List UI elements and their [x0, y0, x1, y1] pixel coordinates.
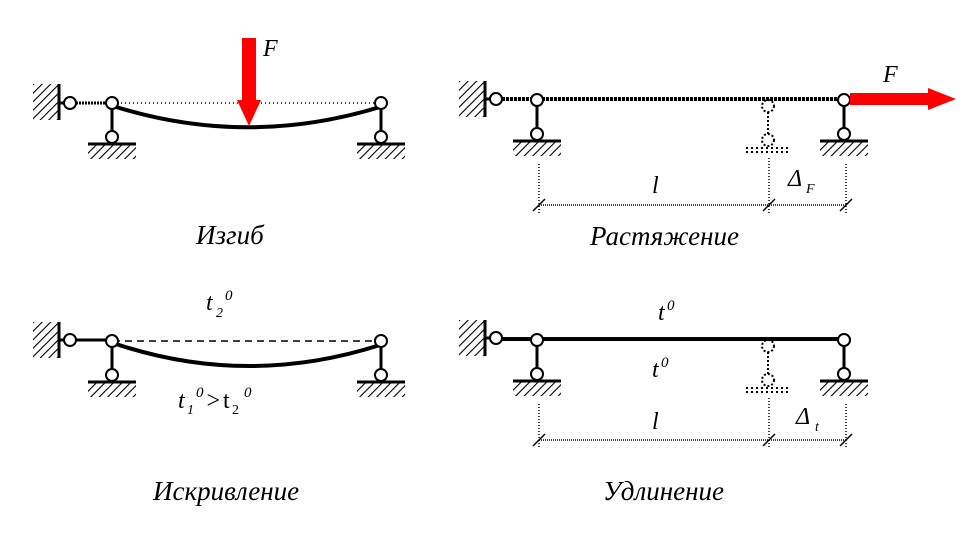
top-temperature-label: t 2 0: [206, 288, 233, 321]
svg-text:0: 0: [196, 385, 204, 401]
right-pinned-support: [355, 333, 407, 399]
dimension-lines: [532, 158, 853, 213]
svg-text:t: t: [178, 388, 186, 414]
right-pinned-support: [355, 95, 407, 161]
panel-elongation: t 0 t 0 l Δ t Удлинение: [457, 298, 870, 506]
dimension-lines: [532, 398, 853, 448]
svg-text:2: 2: [216, 306, 223, 321]
bottom-temperature-label: t 0: [652, 355, 669, 383]
svg-text:t: t: [652, 357, 660, 383]
caption-tension: Растяжение: [589, 221, 739, 251]
fixed-wall-support: [31, 82, 61, 122]
length-label: l: [652, 173, 659, 199]
wall-hinge: [489, 92, 503, 106]
delta-subscript: F: [805, 182, 815, 197]
bottom-temperature-relation: t 1 0 > t 2 0: [178, 385, 252, 418]
svg-text:0: 0: [667, 298, 675, 314]
fixed-wall-support: [457, 79, 487, 119]
caption-elongation: Удлинение: [603, 476, 724, 506]
svg-text:t: t: [206, 290, 214, 316]
force-label: F: [882, 62, 898, 88]
wall-hinge: [489, 331, 503, 345]
wall-hinge: [63, 333, 77, 347]
left-pinned-support: [511, 332, 563, 398]
left-pinned-support: [86, 333, 138, 399]
fixed-wall-support: [457, 318, 487, 358]
svg-text:0: 0: [225, 288, 233, 304]
svg-text:>: >: [205, 388, 221, 414]
curved-beam: [112, 341, 381, 368]
panel-curvature: t 2 0 t 1 0 > t 2 0 Искривление: [31, 288, 407, 506]
delta-symbol: Δ: [795, 404, 810, 430]
top-temperature-label: t 0: [658, 298, 675, 326]
panel-bending: F Изгиб: [31, 36, 407, 250]
left-pinned-support: [511, 92, 563, 158]
svg-text:1: 1: [187, 403, 194, 418]
svg-text:2: 2: [232, 403, 239, 418]
delta-subscript: t: [815, 420, 820, 435]
bent-beam: [112, 104, 381, 130]
original-support-position: [745, 99, 791, 153]
force-arrow-right: [850, 88, 956, 110]
left-pinned-support: [86, 95, 138, 161]
delta-symbol: Δ: [787, 166, 802, 192]
caption-bending: Изгиб: [195, 220, 265, 250]
force-arrow-down: [237, 38, 261, 126]
length-label: l: [652, 409, 659, 435]
panel-tension: F l Δ F Растяжение: [457, 62, 956, 251]
wall-hinge: [63, 96, 77, 110]
right-pinned-support: [818, 332, 870, 398]
force-label: F: [262, 36, 278, 62]
svg-text:0: 0: [244, 385, 252, 401]
svg-text:t: t: [658, 300, 666, 326]
fixed-wall-support: [31, 320, 61, 360]
svg-text:t: t: [223, 388, 230, 414]
original-support-position: [745, 339, 791, 393]
svg-text:0: 0: [661, 355, 669, 371]
caption-curvature: Искривление: [152, 476, 299, 506]
